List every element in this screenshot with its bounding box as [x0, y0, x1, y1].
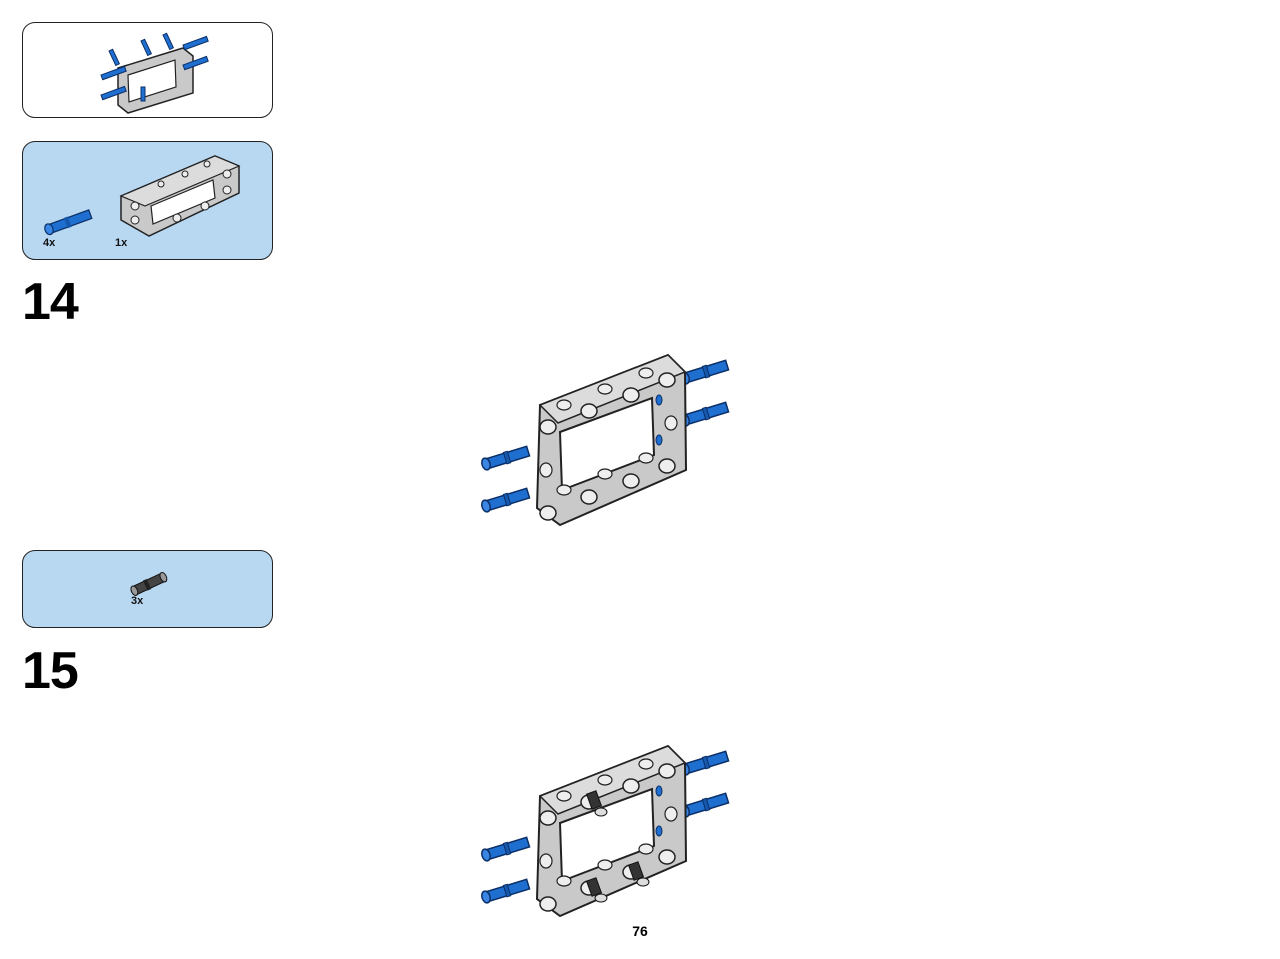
step-number-15: 15	[22, 642, 79, 700]
parts-list-step-14: 4x 1x	[22, 141, 273, 260]
black-friction-pin-icon	[130, 572, 168, 596]
mini-frame-with-pins-icon	[100, 32, 209, 114]
gray-open-frame-icon	[119, 155, 241, 237]
blue-long-pin-icon	[44, 209, 93, 236]
step-number-14: 14	[22, 273, 79, 331]
subassembly-panel	[22, 22, 273, 118]
part-quantity: 1x	[115, 237, 128, 249]
parts-list-step-15: 3x	[22, 550, 273, 628]
page-number: 76	[632, 923, 648, 939]
part-quantity: 4x	[43, 237, 56, 249]
part-quantity: 3x	[131, 595, 144, 607]
